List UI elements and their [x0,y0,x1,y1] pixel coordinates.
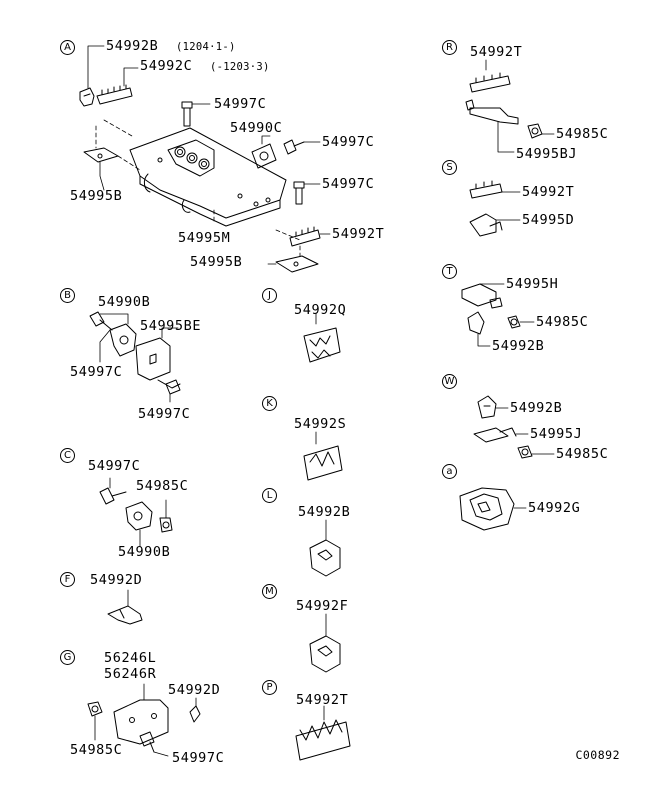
part-54995B-a1: 54995B [70,188,123,204]
part-54992Q-j: 54992Q [294,302,347,318]
bracket-assembly-g [87,683,201,757]
part-56246L-g: 56246L [104,650,157,666]
part-54992B-w: 54992B [510,400,563,416]
part-54985C-t: 54985C [536,314,589,330]
part-56246R-g: 56246R [104,666,157,682]
part-54995J-w: 54995J [530,426,583,442]
section-marker-t: T [442,264,457,279]
section-marker-j: J [262,288,277,303]
section-marker-l: L [262,488,277,503]
bracket-assembly-w [473,395,555,459]
clip-m [309,613,341,673]
bracket-assembly-t [461,283,535,347]
section-marker-a: A [60,40,75,55]
part-54985C-w: 54985C [556,446,609,462]
clip-f [107,589,143,625]
bracket-assembly-a [79,45,331,273]
section-marker-k: K [262,396,277,411]
section-marker-p: P [262,680,277,695]
part-54992B-t: 54992B [492,338,545,354]
part-54992B-l: 54992B [298,504,351,520]
part-54992B-note: (1204·1-) [176,41,236,53]
part-54992T-s: 54992T [522,184,575,200]
part-54997C-b1: 54997C [70,364,123,380]
bracket-assembly-s [469,180,521,237]
part-54995M-a: 54995M [178,230,231,246]
section-marker-c: C [60,448,75,463]
part-54997C-b2: 54997C [138,406,191,422]
part-54992B-a: 54992B [106,38,159,54]
diagram-code: C00892 [575,748,620,762]
section-marker-b: B [60,288,75,303]
part-54997C-a3: 54997C [322,176,375,192]
part-54992C-note: (-1203·3) [210,61,270,73]
part-54985C-r: 54985C [556,126,609,142]
clip-j [303,313,341,363]
part-54995H-t: 54995H [506,276,559,292]
part-54990C-a: 54990C [230,120,283,136]
section-marker-r: R [442,40,457,55]
part-54997C-a2: 54997C [322,134,375,150]
bracket-assembly-r [465,59,555,153]
part-54985C-c: 54985C [136,478,189,494]
part-54995D-s: 54995D [522,212,575,228]
section-marker-a-lower: a [442,464,457,479]
part-54995BJ-r: 54995BJ [516,146,578,162]
section-marker-s: S [442,160,457,175]
section-marker-m: M [262,584,277,599]
part-54992C-a: 54992C [140,58,193,74]
part-54992G-a: 54992G [528,500,581,516]
part-54997C-g: 54997C [172,750,225,766]
part-54990B-b: 54990B [98,294,151,310]
clip-p [295,705,351,761]
section-marker-f: F [60,572,75,587]
part-54997C-c: 54997C [88,458,141,474]
section-marker-w: W [442,374,457,389]
part-54992D-f: 54992D [90,572,143,588]
clip-a [459,487,527,531]
part-54995BE-b: 54995BE [140,318,202,334]
part-54992F-m: 54992F [296,598,349,614]
bracket-assembly-c [99,477,173,547]
section-marker-g: G [60,650,75,665]
part-54985C-g: 54985C [70,742,123,758]
part-54992T-a: 54992T [332,226,385,242]
part-54997C-a1: 54997C [214,96,267,112]
part-54992T-r: 54992T [470,44,523,60]
part-54992T-p: 54992T [296,692,349,708]
clip-k [303,431,343,481]
part-54992D-g: 54992D [168,682,221,698]
part-54995B-a2: 54995B [190,254,243,270]
part-54992S-k: 54992S [294,416,347,432]
bracket-assembly-b [89,311,181,403]
part-54990B-c: 54990B [118,544,171,560]
clip-l [309,519,341,577]
